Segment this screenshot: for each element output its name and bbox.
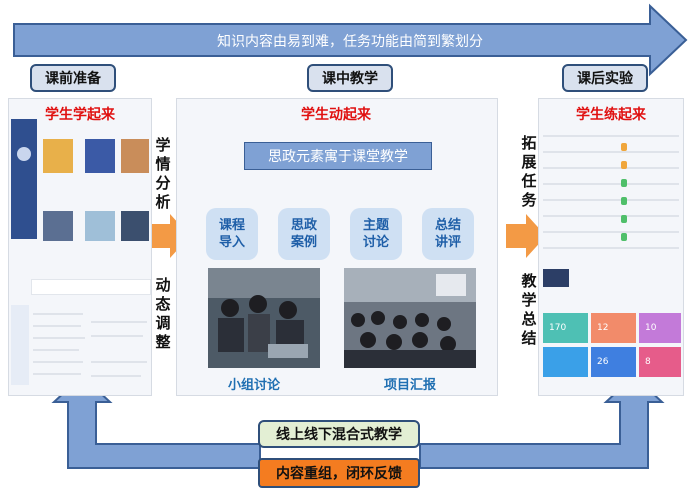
course-cover-5 bbox=[85, 211, 115, 241]
stage-label-pre: 课前准备 bbox=[30, 64, 116, 92]
closed-loop-label: 内容重组，闭环反馈 bbox=[258, 458, 420, 488]
side-label-left-bottom: 动态调整 bbox=[155, 276, 171, 351]
course-header-card bbox=[31, 279, 151, 295]
step-line1: 思政 bbox=[290, 218, 317, 233]
stat-value: 10 bbox=[645, 323, 657, 333]
step-line1: 课程 bbox=[218, 218, 245, 233]
in-class-title: 学生动起来 bbox=[301, 107, 371, 123]
step-summary: 总结 讲评 bbox=[422, 208, 474, 260]
course-cover-6 bbox=[121, 211, 149, 241]
course-cover-1 bbox=[43, 139, 73, 173]
step-line1: 主题 bbox=[362, 218, 389, 233]
step-line2: 讲评 bbox=[434, 235, 461, 250]
stat-value: 26 bbox=[597, 357, 609, 367]
course-nav bbox=[11, 305, 29, 385]
caption-group-discussion: 小组讨论 bbox=[228, 378, 281, 393]
step-line2: 导入 bbox=[218, 235, 245, 250]
side-label-right-bottom: 教学总结 bbox=[521, 272, 537, 347]
stat-card bbox=[543, 347, 588, 377]
post-class-dashboard-screenshot: 170 12 10 26 8 bbox=[538, 98, 684, 396]
stage-label-in: 课中教学 bbox=[307, 64, 393, 92]
pre-class-platform-screenshot bbox=[8, 98, 152, 396]
project-report-photo bbox=[344, 268, 476, 368]
step-discussion: 主题 讨论 bbox=[350, 208, 402, 260]
top-progress-arrow bbox=[13, 3, 688, 77]
caption-project-report: 项目汇报 bbox=[384, 378, 437, 393]
blended-teaching-label: 线上线下混合式教学 bbox=[258, 420, 420, 448]
course-cover-2 bbox=[85, 139, 115, 173]
stage-label-post: 课后实验 bbox=[562, 64, 648, 92]
stat-card: 26 bbox=[591, 347, 636, 377]
step-line1: 总结 bbox=[434, 218, 461, 233]
pre-class-title: 学生学起来 bbox=[45, 107, 115, 123]
platform-sidebar bbox=[11, 119, 37, 239]
dashboard-thumbnail bbox=[543, 269, 569, 287]
stat-value: 12 bbox=[597, 323, 609, 333]
step-course-intro: 课程 导入 bbox=[206, 208, 258, 260]
stat-card: 170 bbox=[543, 313, 588, 343]
side-label-left-top: 学情分析 bbox=[155, 136, 171, 211]
stat-value: 8 bbox=[645, 357, 651, 367]
avatar bbox=[17, 147, 31, 161]
stat-value: 170 bbox=[549, 323, 567, 333]
ideology-banner: 思政元素寓于课堂教学 bbox=[244, 142, 432, 170]
orange-arrow-right bbox=[506, 214, 546, 258]
stat-card: 12 bbox=[591, 313, 636, 343]
course-cover-3 bbox=[121, 139, 149, 173]
post-class-title: 学生练起来 bbox=[576, 107, 646, 123]
course-cover-4 bbox=[43, 211, 73, 241]
step-line2: 讨论 bbox=[362, 235, 389, 250]
group-discussion-photo bbox=[208, 268, 320, 368]
step-line2: 案例 bbox=[290, 235, 317, 250]
step-case: 思政 案例 bbox=[278, 208, 330, 260]
stat-card: 8 bbox=[639, 347, 681, 377]
top-banner-text: 知识内容由易到难，任务功能由简到繁划分 bbox=[217, 34, 483, 50]
stat-card: 10 bbox=[639, 313, 681, 343]
side-label-right-top: 拓展任务 bbox=[521, 134, 537, 209]
